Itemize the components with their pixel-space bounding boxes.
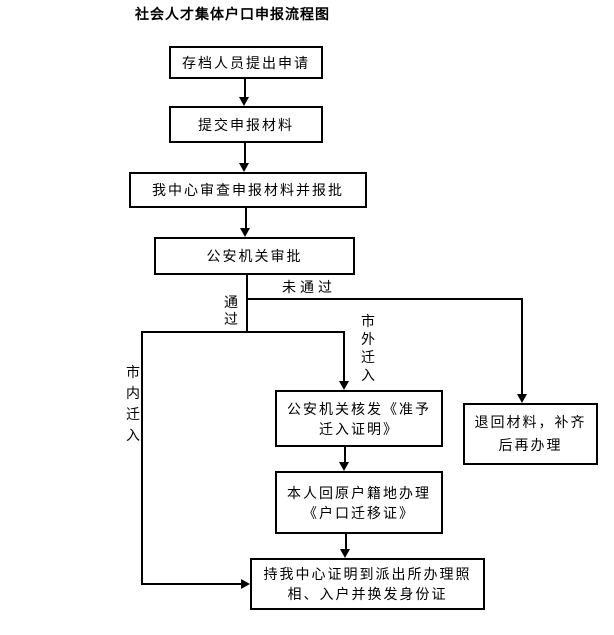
connector-permit-hometown-line <box>344 447 346 462</box>
flowchart-title: 社会人才集体户口申报流程图 <box>135 6 330 22</box>
connector-within-city-vline <box>141 333 143 585</box>
node-hometown-certificate-line1: 本人回原户籍地办理 <box>287 484 431 501</box>
connector-pass-branch-hline <box>141 331 345 333</box>
connector-approval-branch-line <box>246 275 248 333</box>
node-return-materials: 退回材料，补齐 后再办理 <box>463 403 598 465</box>
connector-submit-review-line <box>244 143 246 163</box>
node-final-registration-line1: 持我中心证明到派出所办理照 <box>263 566 472 582</box>
node-police-approval: 公安机关审批 <box>154 237 355 275</box>
arrow-right-icon <box>241 579 250 589</box>
branch-label-within-city: 市内迁入 <box>126 364 140 443</box>
arrow-down-icon <box>239 163 249 172</box>
connector-apply-submit-line <box>244 79 246 98</box>
branch-label-pass: 通过 <box>224 294 238 327</box>
node-issue-permit: 公安机关核发《准予 迁入证明》 <box>275 390 443 447</box>
node-submit-materials-label: 提交申报材料 <box>198 116 294 133</box>
node-apply-label: 存档人员提出申请 <box>182 54 310 71</box>
node-submit-materials: 提交申报材料 <box>169 106 323 143</box>
node-center-review: 我中心审查申报材料并报批 <box>129 172 367 208</box>
node-final-registration: 持我中心证明到派出所办理照 相、入户并换发身份证 <box>250 558 485 610</box>
node-hometown-certificate: 本人回原户籍地办理 《户口迁移证》 <box>275 471 443 534</box>
node-return-materials-line2: 后再办理 <box>498 437 563 453</box>
connector-outside-city-vline <box>343 333 345 381</box>
arrow-down-icon <box>339 381 349 390</box>
node-issue-permit-line1: 公安机关核发《准予 <box>287 400 431 417</box>
node-final-registration-line2: 相、入户并换发身份证 <box>287 586 448 602</box>
arrow-down-icon <box>239 97 249 106</box>
branch-label-fail: 未通过 <box>282 279 336 295</box>
arrow-down-icon <box>517 394 527 403</box>
node-police-approval-label: 公安机关审批 <box>206 248 303 264</box>
branch-label-outside-city: 市外迁入 <box>361 313 375 383</box>
connector-within-city-hline <box>141 583 241 585</box>
node-hometown-certificate-line2: 《户口迁移证》 <box>303 504 415 521</box>
node-issue-permit-line2: 迁入证明》 <box>319 420 399 437</box>
arrow-down-icon <box>240 228 250 237</box>
connector-hometown-final-line <box>345 534 347 549</box>
node-apply: 存档人员提出申请 <box>169 46 323 79</box>
connector-fail-branch-vline <box>521 300 523 394</box>
node-return-materials-line1: 退回材料，补齐 <box>474 414 587 430</box>
arrow-down-icon <box>339 462 349 471</box>
connector-fail-branch-hline <box>246 298 523 300</box>
node-center-review-label: 我中心审查申报材料并报批 <box>152 182 344 198</box>
arrow-down-icon <box>340 549 350 558</box>
connector-review-approval-line <box>245 208 247 228</box>
